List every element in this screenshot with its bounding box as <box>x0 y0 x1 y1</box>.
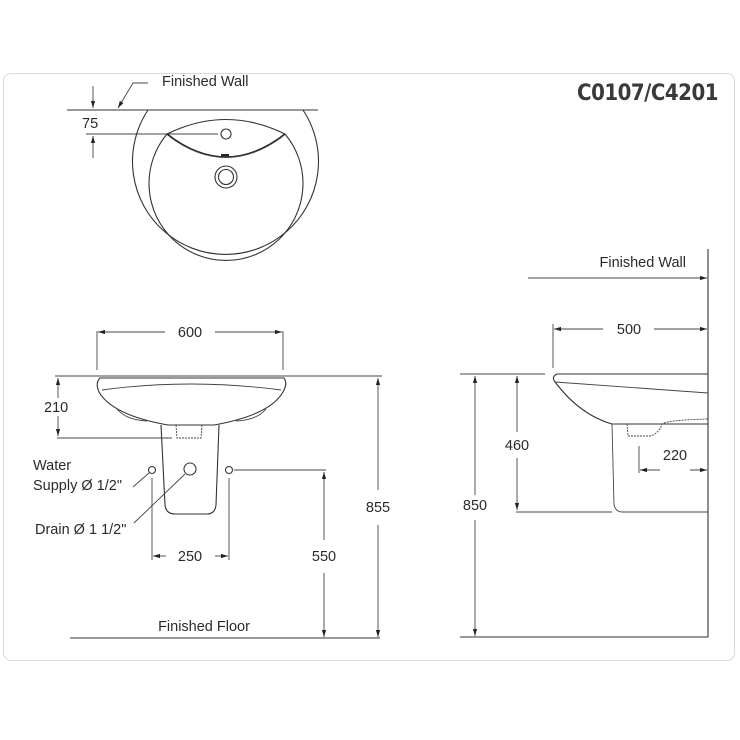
drain-outer-ring <box>214 165 238 189</box>
water-supply-label-2: Supply Ø 1/2" <box>33 478 122 494</box>
dim-600-label: 600 <box>178 325 202 341</box>
dim-75-label: 75 <box>82 116 98 132</box>
dim-210-label: 210 <box>44 400 68 416</box>
dim-855-label: 855 <box>366 500 390 516</box>
drain-inner-ring <box>217 168 235 186</box>
side-wall-label: Finished Wall <box>600 255 687 271</box>
basin-side-outline <box>552 373 708 425</box>
front-view: 600 210 Water Supply Ø 1/2" Drain Ø 1 1/… <box>33 325 390 639</box>
dim-850-label: 850 <box>463 498 487 514</box>
dim-250-label: 250 <box>178 549 202 565</box>
model-title: C0107/C4201 <box>577 81 718 106</box>
water-supply-left <box>147 465 157 475</box>
drain-hole <box>183 462 197 476</box>
pedestal-side-outline <box>611 423 708 513</box>
tap-hole <box>220 128 232 140</box>
water-supply-label-1: Water <box>33 458 71 474</box>
supply-leader <box>132 472 150 488</box>
trap-side-outline <box>626 418 709 437</box>
wall-leader <box>117 82 148 109</box>
basin-outer-outline <box>131 109 320 255</box>
water-supply-right <box>224 465 234 475</box>
top-wall-label: Finished Wall <box>162 74 249 90</box>
drain-leader <box>133 473 186 524</box>
drain-label: Drain Ø 1 1/2" <box>35 522 126 538</box>
dim-460-label: 460 <box>505 438 529 454</box>
basin-bowl-outline <box>148 133 304 262</box>
deck-curve-top <box>166 118 286 135</box>
overflow-slot <box>221 154 229 156</box>
dim-500-label: 500 <box>617 322 641 338</box>
dim-550-label: 550 <box>312 549 336 565</box>
basin-front-outline <box>96 377 287 426</box>
trap-outline <box>175 424 203 439</box>
floor-label: Finished Floor <box>158 619 250 635</box>
dim-220-label: 220 <box>663 448 687 464</box>
side-view: Finished Wall 500 220 460 850 <box>460 249 709 638</box>
drawing-frame <box>3 73 735 661</box>
pedestal-outline <box>160 424 220 515</box>
deck-front-edge <box>166 133 286 158</box>
top-view: Finished Wall 75 <box>67 74 320 262</box>
